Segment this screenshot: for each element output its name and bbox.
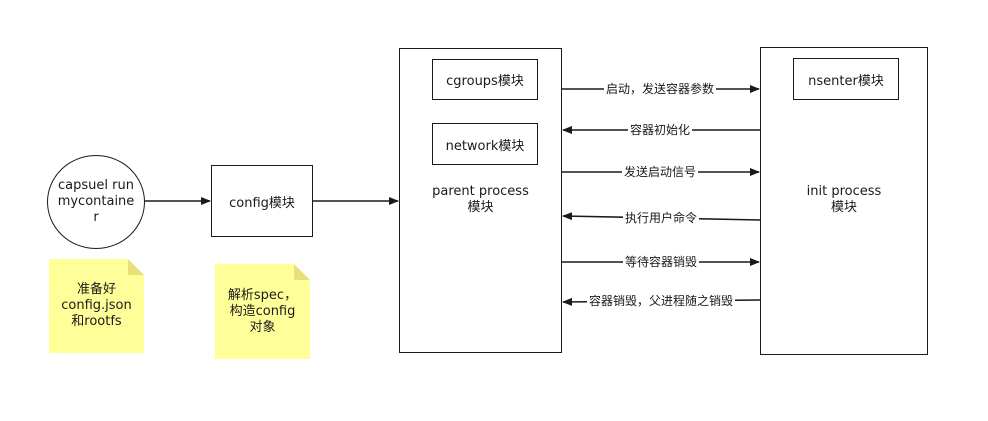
- edge-label-exec-user-cmd: 执行用户命令: [622, 211, 700, 225]
- edge-label-send-start-signal: 发送启动信号: [621, 165, 699, 179]
- nsenter-module-label: nsenter模块: [808, 73, 884, 89]
- edge-label-container-init: 容器初始化: [627, 123, 693, 137]
- parse-note-text: 解析spec， 构造config 对象: [227, 287, 298, 335]
- capsuel-run-text: capsuel run mycontaine r: [57, 178, 135, 225]
- edge-label-destroy-parent-exit: 容器销毁，父进程随之销毁: [586, 294, 736, 308]
- note-fold-corner: [128, 259, 144, 275]
- prepare-note-text: 准备好 config.json 和rootfs: [61, 282, 132, 329]
- config-module-label: config模块: [229, 195, 295, 211]
- init-process-label: init process 模块: [806, 184, 882, 215]
- cgroups-module-node: cgroups模块: [432, 59, 538, 100]
- capsuel-run-node: capsuel run mycontaine r: [47, 155, 145, 249]
- config-module-node: config模块: [211, 165, 313, 237]
- network-module-node: network模块: [432, 123, 538, 165]
- edge-label-wait-destroy: 等待容器销毁: [622, 255, 700, 269]
- nsenter-module-node: nsenter模块: [793, 58, 899, 100]
- note-fold-corner: [294, 264, 310, 280]
- parent-process-label: parent process 模块: [432, 183, 529, 215]
- parse-note: 解析spec， 构造config 对象: [215, 264, 310, 359]
- prepare-note: 准备好 config.json 和rootfs: [49, 259, 144, 353]
- network-module-label: network模块: [445, 138, 525, 154]
- init-process-node: init process 模块: [760, 47, 928, 355]
- edge-label-start-send-params: 启动，发送容器参数: [603, 82, 717, 96]
- cgroups-module-label: cgroups模块: [446, 74, 524, 89]
